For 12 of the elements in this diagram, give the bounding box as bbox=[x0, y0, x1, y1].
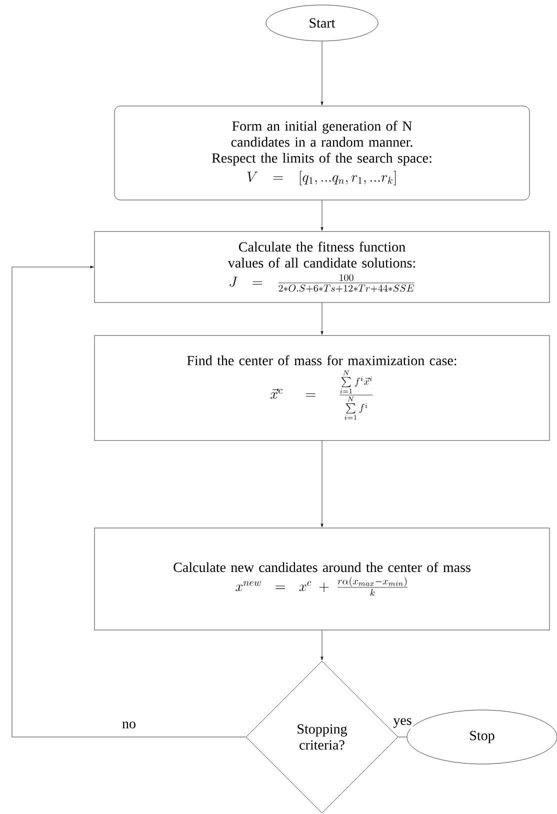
arrow bbox=[12, 266, 246, 738]
process-box: Calculate the fitness function values of all candidate solutions: $J=\frac{100}{2*O.S+6*Ts+12*Tr+44*SSE}$ bbox=[94, 231, 550, 303]
process-box: Calculate new candidates around the center of mass $x^{new}=x^c+\frac{r\alpha(x_{max}-x_{min})}{k}$ bbox=[94, 528, 550, 630]
edge-label: no bbox=[121, 720, 137, 730]
process-box: Form an initial generation of N candidates in a random manner. Respect the limits of the search space: $V=[q_1,...q_n,r_1,...r_k]$ bbox=[114, 106, 530, 200]
edge-label: yes bbox=[392, 717, 413, 729]
arrow bbox=[320, 440, 324, 528]
arrow bbox=[320, 630, 324, 660]
process-box: Find the center of mass for maximization case: $\vec{x}^c=\frac{\sum\limits_{i=1}^{N} f^i\vec{x}^i}{\sum\limits_{i=1}^{N} f^i}$ bbox=[94, 335, 550, 441]
arrow bbox=[320, 200, 324, 231]
arrow bbox=[320, 41, 324, 106]
arrow bbox=[320, 302, 324, 335]
